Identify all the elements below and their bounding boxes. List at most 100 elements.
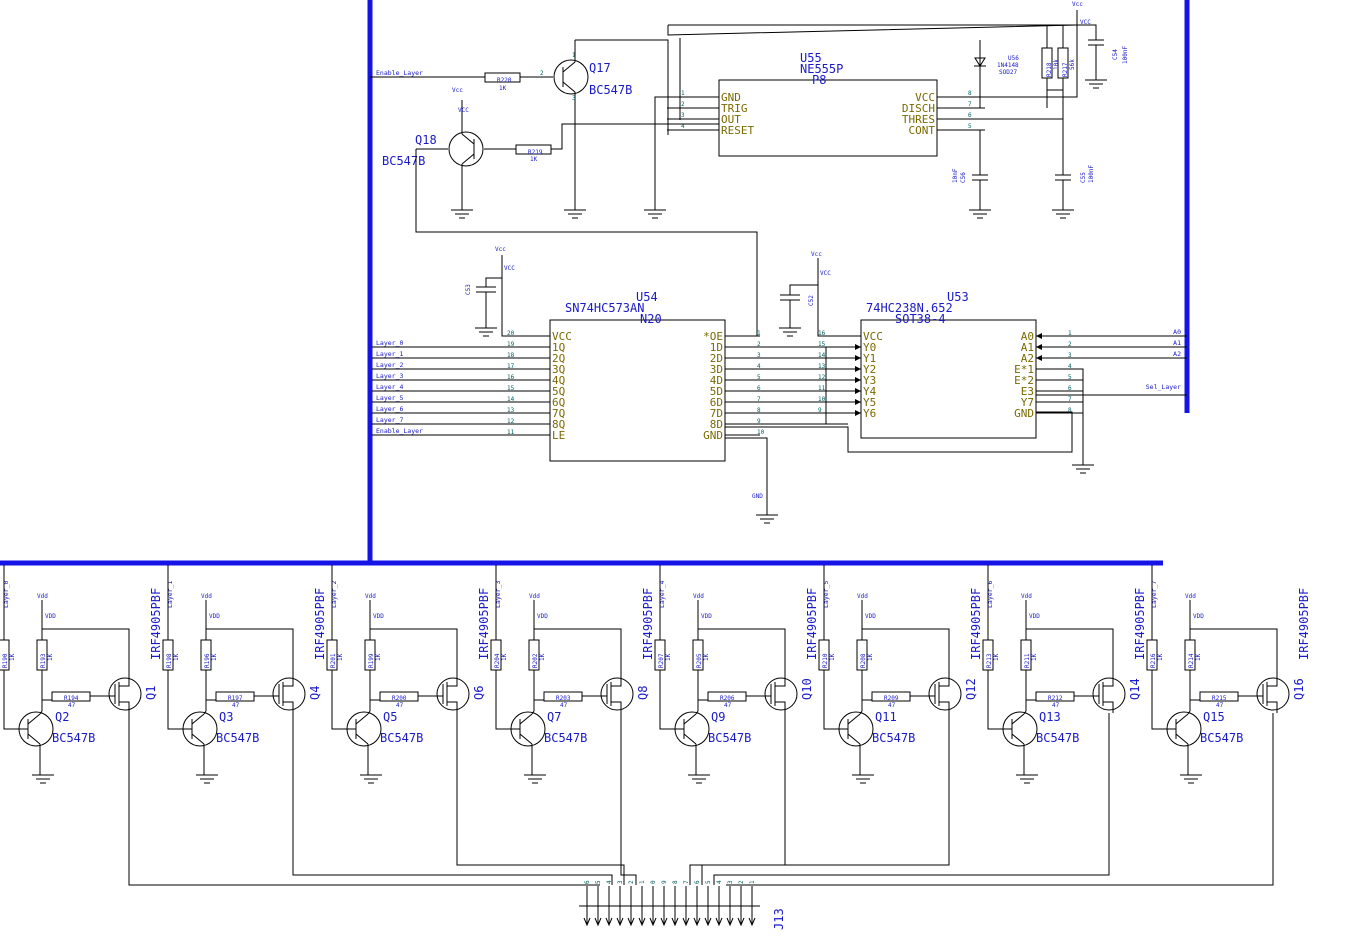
u55-pin-name: TRIG [721, 102, 748, 115]
u54-pin-num: 8 [757, 407, 761, 414]
u53-net-label: A2 [1173, 350, 1181, 358]
ground-symbol [360, 774, 382, 784]
u53-pin-num: 16 [818, 330, 826, 337]
u56-diode [974, 57, 986, 67]
pmos-ref: Q4 [308, 686, 322, 700]
npn-value: BC547B [380, 731, 423, 745]
pullup-resistor-ref: R208 [860, 653, 867, 668]
npn-transistor [182, 711, 218, 747]
base-resistor-value: 1K [9, 653, 16, 661]
u53-pin-num: 7 [1068, 396, 1072, 403]
u53-pin-num: 13 [818, 363, 826, 370]
u54-pin-name: *OE [703, 330, 723, 343]
base-resistor-value: 1K [173, 653, 180, 661]
u53-pin-name: Y4 [863, 385, 877, 398]
u54-net-label: Layer_5 [376, 394, 403, 402]
j13-ref: J13 [772, 908, 786, 930]
npn-value: BC547B [216, 731, 259, 745]
ground-symbol [1180, 774, 1202, 784]
driver-net-label: Layer_0 [2, 581, 10, 608]
j13-pin-num: 3 [617, 880, 624, 884]
base-resistor-value: 1K [829, 653, 836, 661]
pullup-resistor-ref: R202 [532, 653, 539, 668]
j13-pin-num: 2 [628, 880, 635, 884]
c54-value: 100nF [1122, 46, 1129, 64]
u55-pin-name: CONT [909, 124, 936, 137]
u55-pin-name: GND [721, 91, 741, 104]
npn-ref: Q13 [1039, 710, 1061, 724]
u53-pin-name: VCC [863, 330, 883, 343]
c54-ref: C54 [1112, 49, 1119, 60]
u54-pin-num: 18 [507, 352, 515, 359]
j13-pin-num: 6 [584, 880, 591, 884]
u55-pin-num: 8 [968, 90, 972, 97]
npn-value: BC547B [52, 731, 95, 745]
pmos-ref: Q14 [1128, 678, 1142, 700]
npn-transistor [510, 711, 546, 747]
j13-pin-num: 0 [650, 880, 657, 884]
u55-pin-num: 3 [681, 112, 685, 119]
pullup-resistor-ref: R211 [1024, 653, 1031, 668]
u55-part: NE555P [800, 62, 843, 76]
ground-symbol [564, 209, 586, 219]
j13-pin-num: 3 [727, 880, 734, 884]
base-resistor-value: 1K [993, 653, 1000, 661]
j13-pin-num: 2 [738, 880, 745, 884]
u54-pin-name: VCC [552, 330, 572, 343]
base-resistor-value: 1K [1157, 653, 1164, 661]
driver-net-label: Layer_1 [166, 581, 174, 608]
svg-text:Vcc: Vcc [1072, 1, 1083, 8]
u53-pin-name: E*2 [1014, 374, 1034, 387]
u54-net-label: Layer_0 [376, 339, 403, 347]
u55-pin-name: OUT [721, 113, 741, 126]
gate-resistor-value: 47 [888, 702, 896, 709]
vdd-label: Vdd [201, 593, 212, 600]
gate-resistor-value: 47 [1052, 702, 1060, 709]
npn-value: BC547B [544, 731, 587, 745]
base-resistor-ref: R198 [166, 653, 173, 668]
npn-ref: Q2 [55, 710, 69, 724]
j13-pin-num: 4 [716, 880, 723, 884]
pmos-ref: Q16 [1292, 678, 1306, 700]
enable-layer-net: Enable_Layer [376, 69, 423, 77]
u54-net-label: Layer_4 [376, 383, 403, 391]
gate-resistor-value: 47 [396, 702, 404, 709]
u53-pin-name: E3 [1021, 385, 1034, 398]
gate-resistor-ref: R215 [1212, 695, 1227, 702]
pullup-resistor-value: 1K [211, 653, 218, 661]
q17-value: BC547B [589, 83, 632, 97]
npn-value: BC547B [1036, 731, 1079, 745]
u54-net-label: Layer_6 [376, 405, 403, 413]
u54-pin-num: 5 [757, 374, 761, 381]
ground-symbol [644, 209, 666, 219]
u54-pin-num: 10 [757, 429, 765, 436]
u53-pin-num: 9 [818, 407, 822, 414]
vdd-label: Vdd [529, 593, 540, 600]
gate-resistor-ref: R212 [1048, 695, 1063, 702]
u54-pin-name: 5Q [552, 385, 565, 398]
gate-resistor-ref: R200 [392, 695, 407, 702]
u56-pkg: SOD27 [999, 69, 1017, 76]
base-resistor-ref: R213 [986, 653, 993, 668]
u53-ref: U53 [947, 290, 969, 304]
pullup-resistor-ref: R199 [368, 653, 375, 668]
pmos-transistor [764, 677, 798, 711]
pmos-transistor [1092, 677, 1126, 711]
r217-value: 56k [1069, 59, 1076, 70]
npn-ref: Q3 [219, 710, 233, 724]
driver-net-label: Layer_7 [1150, 581, 1158, 608]
u54-pin-name: 3D [710, 363, 723, 376]
vdd-net: VDD [373, 613, 384, 620]
u54-pin-name: GND [703, 429, 723, 442]
u54-pin-name: 1D [710, 341, 723, 354]
npn-ref: Q15 [1203, 710, 1225, 724]
pmos-value: IRF4905PBF [313, 588, 327, 660]
u53-pin-name: Y6 [863, 407, 876, 420]
base-resistor-ref: R210 [822, 653, 829, 668]
